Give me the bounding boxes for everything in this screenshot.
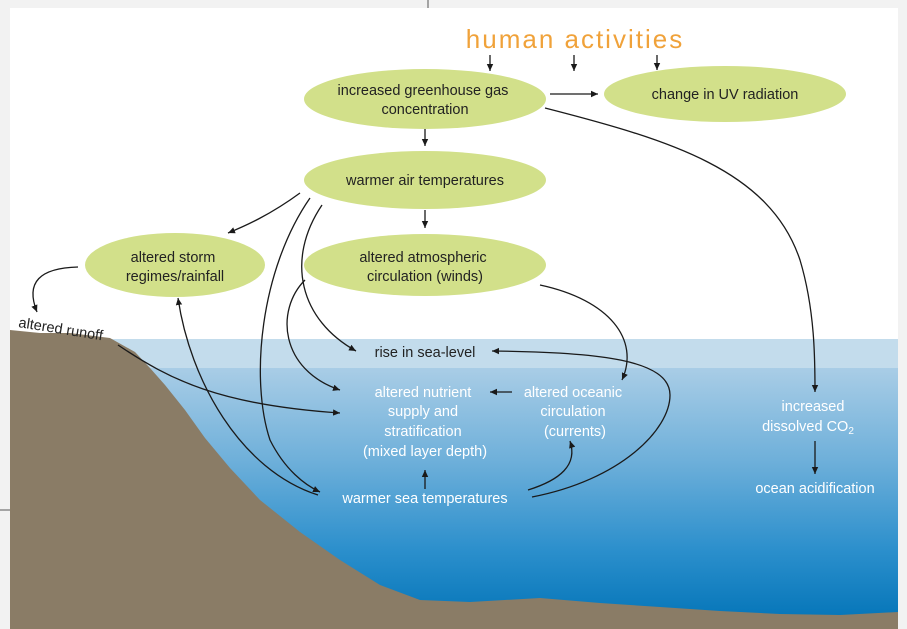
greenhouse-bubble [304,69,546,129]
arrow-greenhouse-to-co2 [544,107,819,393]
co2-label: increased dissolved CO2 [762,399,854,437]
arrow-airtemp-to-storm [227,192,301,234]
uv-bubble [604,66,846,122]
sea-level-label: rise in sea-level [375,345,476,361]
air-temp-bubble [304,151,546,209]
sea-temp-label: warmer sea temperatures [341,491,507,507]
arrow-seatemp-to-oceanic [527,440,576,491]
arrow-storm-to-runoff [31,266,79,313]
arrow-atmospheric-to-nutrient [286,279,341,391]
atmospheric-label: altered atmospheric circulation (winds) [359,250,490,285]
land-and-seabed [10,330,898,629]
arrow-runoff-to-nutrient [117,344,341,416]
nutrient-label: altered nutrient supply and stratificati… [363,385,487,460]
atmospheric-bubble [304,234,546,296]
air-temp-label: warmer air temperatures [345,173,504,189]
arrow-seatemp-to-storm [175,297,319,496]
sea-surface-layer [10,339,898,368]
storm-label: altered storm regimes/rainfall [126,250,224,285]
acidification-label: ocean acidification [755,481,874,497]
arrows [31,55,819,498]
title-human-activities: human activities [466,24,684,54]
oceanic-label: altered oceanic circulation (currents) [524,385,626,440]
arrow-airtemp-to-sealevel [301,204,357,352]
storm-bubble [85,233,265,297]
uv-label: change in UV radiation [652,87,799,103]
arrow-seatemp-to-sealevel [491,347,671,498]
greenhouse-label: increased greenhouse gas concentration [338,83,513,118]
arrow-atmospheric-to-oceanic [539,284,628,381]
